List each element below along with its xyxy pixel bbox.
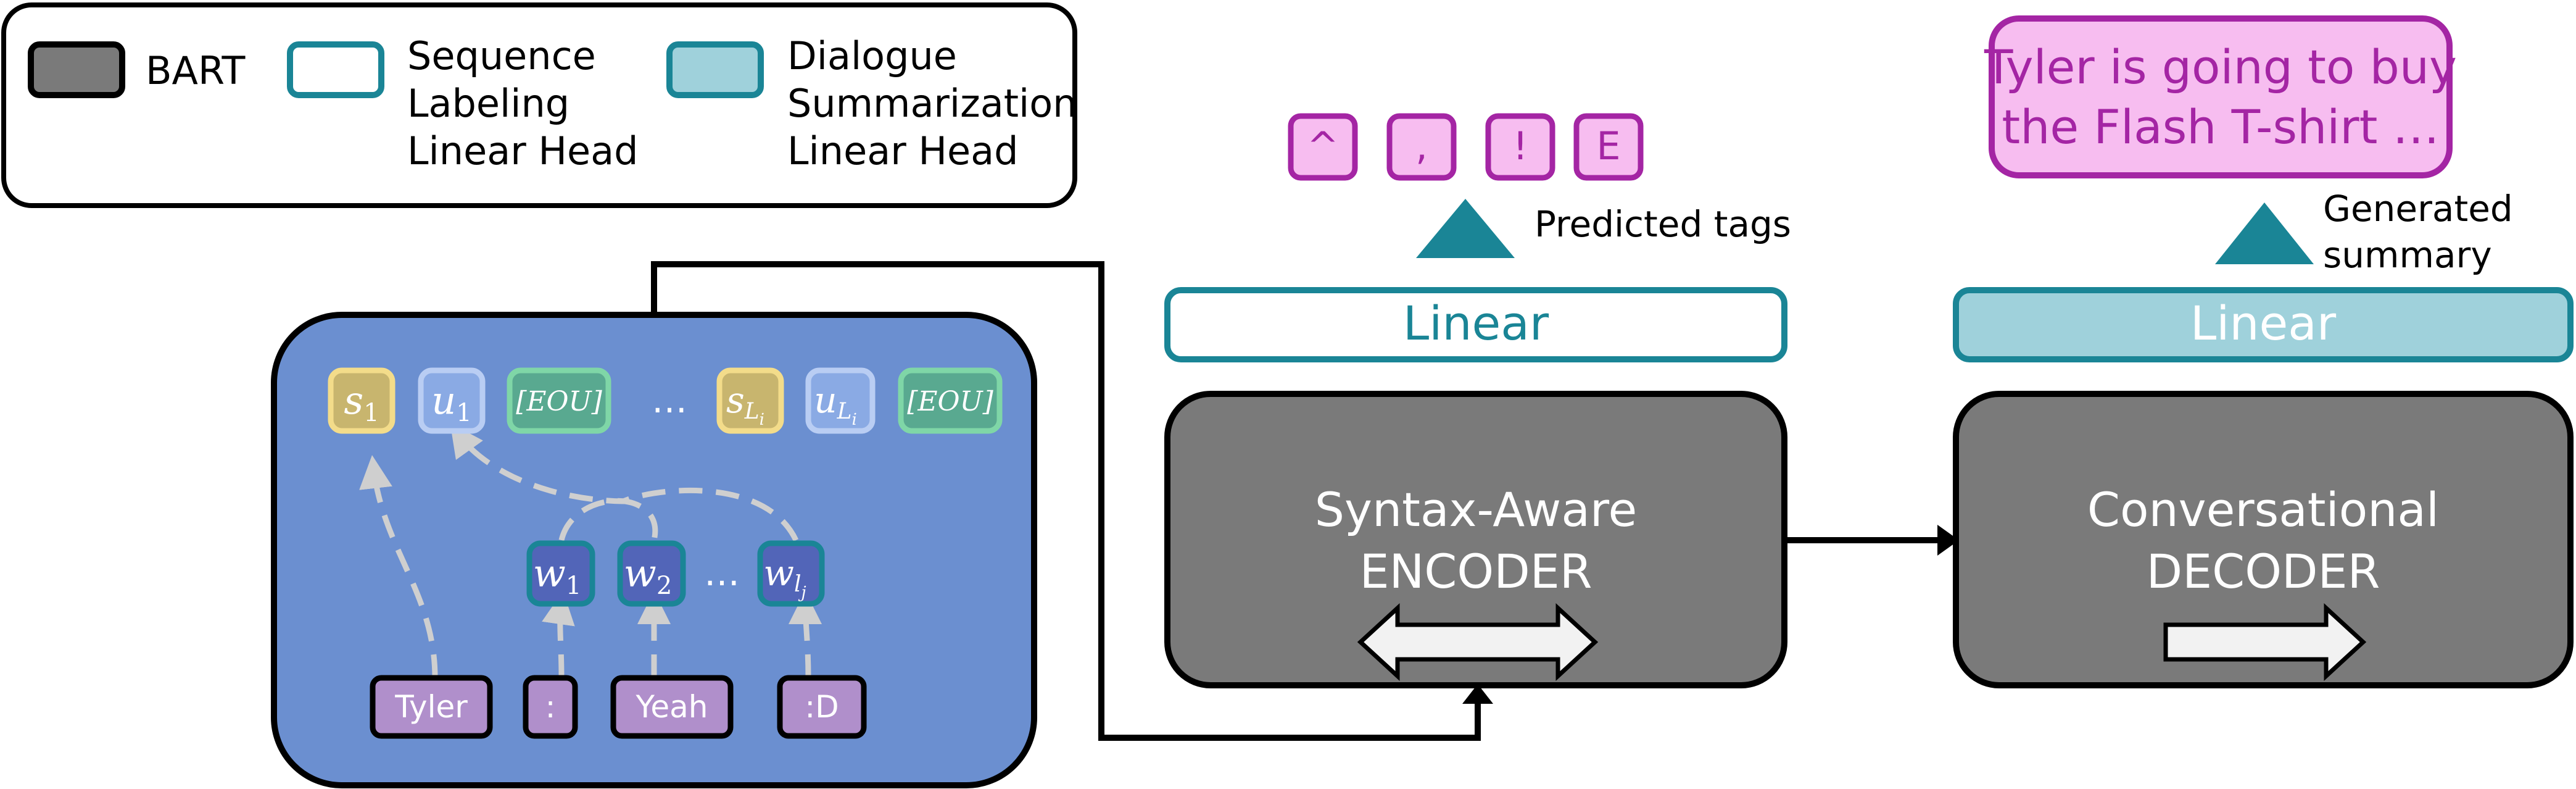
word-w1-base: w	[533, 551, 566, 596]
input-tyler-label: Tyler	[394, 689, 468, 725]
legend-bart: BART	[28, 41, 246, 98]
legend-bart-label: BART	[146, 48, 246, 93]
tag-e-label: E	[1596, 123, 1620, 169]
decoder-output-triangle	[2215, 202, 2314, 264]
token-uLi-sub: L	[837, 399, 852, 424]
encoder-title-1: Syntax-Aware	[1315, 482, 1637, 537]
tag-comma: ,	[1386, 113, 1457, 181]
decoder-title-2: DECODER	[2147, 544, 2380, 599]
token-uLi-base: u	[814, 379, 837, 421]
svg-text:s1: s1	[344, 378, 379, 427]
token-eou-1-label: [EOU]	[516, 386, 602, 417]
encoder-linear-label: Linear	[1403, 296, 1549, 351]
legend-seq-head: Sequence Labeling Linear Head	[287, 33, 639, 173]
predicted-tags: ^ , ! E	[1288, 113, 1644, 181]
legend-seq-label-2: Labeling	[407, 81, 569, 126]
input-yeah: Yeah	[610, 675, 734, 739]
legend-seq-label-1: Sequence	[407, 33, 596, 78]
tag-exclaim: !	[1485, 113, 1555, 181]
legend-sum-label-2: Summarization	[787, 81, 1077, 126]
summary-line-1: Tyler is going to buy	[1984, 40, 2457, 94]
bidirectional-arrow-icon	[1357, 603, 1599, 681]
legend-seq-swatch	[287, 41, 384, 98]
summary-line-2: the Flash T-shirt …	[2002, 99, 2439, 154]
word-wlj-sub: l	[794, 572, 801, 597]
token-u1-sub: 1	[456, 399, 471, 427]
input-tyler: Tyler	[370, 675, 493, 739]
svg-text:w2: w2	[624, 551, 673, 600]
svg-text:uLi: uLi	[814, 379, 857, 429]
input-colon: :	[523, 675, 578, 739]
decoder-linear-head: Linear	[1953, 287, 2574, 362]
token-uLi-subsub: i	[851, 411, 856, 429]
token-s1-base: s	[344, 378, 363, 423]
encoder-title-2: ENCODER	[1359, 544, 1592, 599]
legend-sum-head: Dialogue Summarization Linear Head	[666, 33, 1077, 173]
svg-text:w1: w1	[533, 551, 582, 600]
legend-sum-label-1: Dialogue	[787, 33, 957, 78]
word-w1-sub: 1	[566, 572, 581, 600]
token-uLi: uLi	[805, 367, 876, 434]
token-sLi-subsub: i	[760, 411, 764, 429]
tag-comma-label: ,	[1415, 123, 1428, 169]
tag-caret: ^	[1288, 113, 1358, 181]
ellipsis-mid: …	[704, 552, 740, 594]
legend: BART Sequence Labeling Linear Head Dialo…	[1, 2, 1077, 208]
generated-caption-2: summary	[2323, 234, 2492, 276]
encoder-linear-head: Linear	[1164, 287, 1787, 362]
decoder-block: Conversational DECODER	[1953, 391, 2574, 688]
legend-sum-swatch	[666, 41, 764, 98]
legend-sum-label-3: Linear Head	[787, 128, 1019, 173]
input-panel: s1 u1 [EOU] … sLi uLi [EOU] w1	[271, 312, 1037, 788]
dependency-links	[359, 423, 822, 678]
token-sLi-base: s	[726, 379, 745, 421]
tag-caret-label: ^	[1307, 123, 1339, 169]
word-wlj-base: w	[763, 552, 794, 594]
forward-arrow-icon	[2163, 603, 2367, 681]
word-w2: w2	[617, 540, 686, 607]
token-u1: u1	[418, 367, 486, 434]
encoder-output-triangle	[1416, 199, 1515, 258]
token-s1: s1	[328, 367, 396, 434]
word-w2-sub: 2	[656, 572, 672, 600]
word-w2-base: w	[624, 551, 656, 596]
input-smiley-label: :D	[805, 689, 839, 725]
input-colon-label: :	[545, 689, 556, 725]
tag-e: E	[1573, 113, 1644, 181]
connector-input-to-encoder	[651, 261, 1493, 741]
word-w1: w1	[526, 540, 595, 607]
encoder-block: Syntax-Aware ENCODER	[1164, 391, 1787, 688]
token-s1-sub: 1	[363, 399, 379, 427]
connector-encoder-to-decoder	[1784, 525, 1959, 556]
token-eou-2-label: [EOU]	[907, 386, 993, 417]
ellipsis-top: …	[652, 379, 687, 421]
generated-summary: Tyler is going to buy the Flash T-shirt …	[1984, 15, 2457, 178]
token-eou-2: [EOU]	[898, 367, 1003, 434]
token-eou-1: [EOU]	[507, 367, 611, 434]
tag-exclaim-label: !	[1513, 123, 1528, 169]
legend-seq-label-3: Linear Head	[407, 128, 639, 173]
legend-bart-swatch	[28, 41, 125, 98]
decoder-title-1: Conversational	[2087, 482, 2439, 537]
generated-caption-1: Generated	[2323, 188, 2513, 230]
token-u1-base: u	[431, 378, 456, 423]
word-wlj: wlj	[757, 540, 825, 607]
predicted-tags-caption: Predicted tags	[1534, 203, 1791, 245]
input-yeah-label: Yeah	[636, 689, 708, 725]
svg-text:sLi: sLi	[726, 379, 764, 429]
token-sLi: sLi	[716, 367, 784, 434]
decoder-linear-label: Linear	[2190, 296, 2337, 351]
svg-text:u1: u1	[431, 378, 471, 427]
input-smiley: :D	[777, 675, 867, 739]
token-sLi-sub: L	[744, 399, 760, 424]
